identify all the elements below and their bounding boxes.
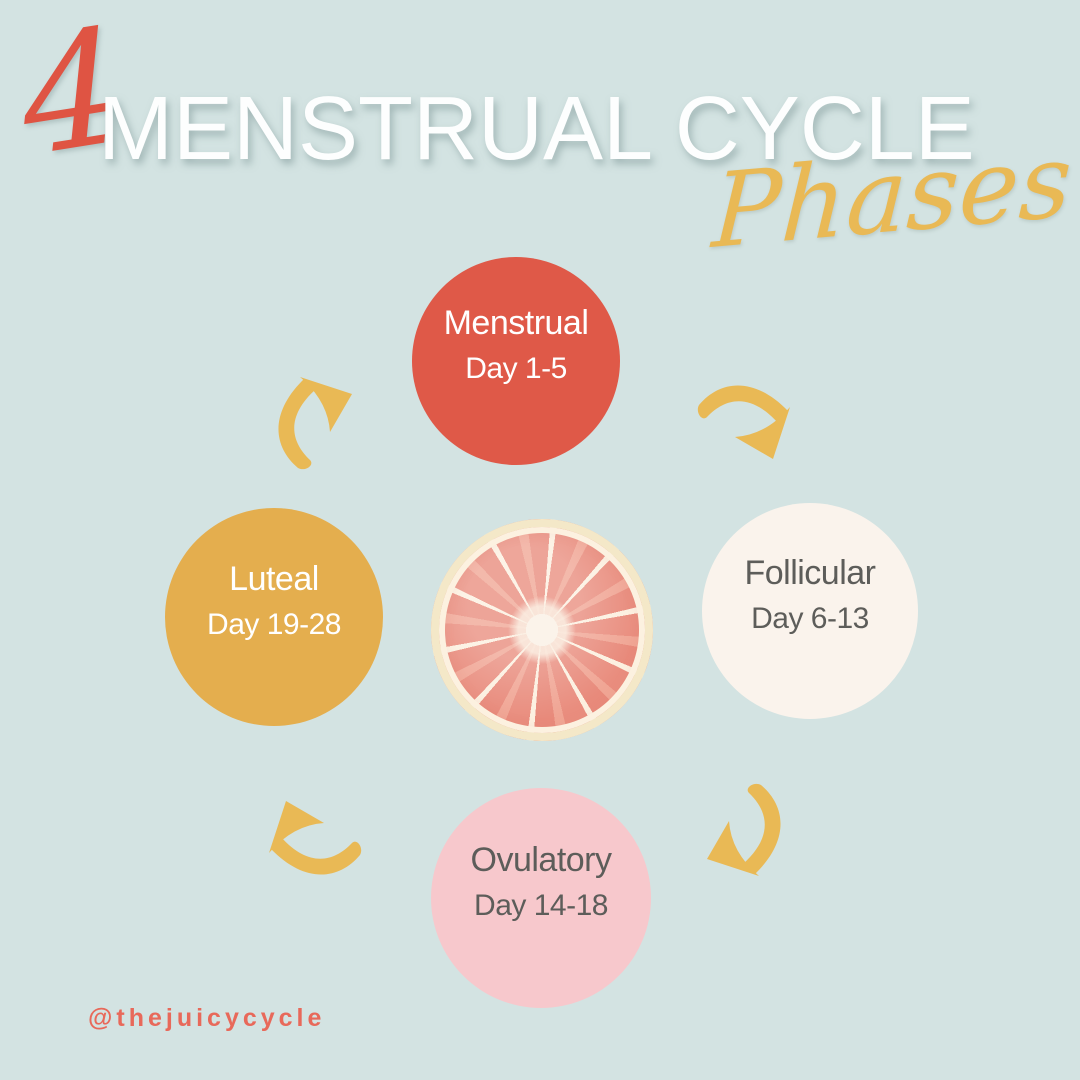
phase-circle-follicular: Follicular Day 6-13 [702, 503, 918, 719]
curved-arrow-icon-top-left [268, 364, 356, 474]
phase-circle-ovulatory: Ovulatory Day 14-18 [431, 788, 651, 1008]
curved-arrow-icon-bottom-left [256, 797, 366, 885]
phase-text: Ovulatory Day 14-18 [470, 841, 613, 923]
phase-days: Day 19-28 [207, 608, 341, 641]
phase-circle-menstrual: Menstrual Day 1-5 [412, 257, 620, 465]
social-handle: @thejuicycycle [88, 1004, 326, 1032]
curved-arrow-icon-bottom-right [703, 779, 791, 889]
phase-days: Day 14-18 [474, 889, 608, 922]
phase-label: Luteal [229, 560, 319, 598]
phase-days: Day 1-5 [465, 352, 567, 385]
phase-label: Menstrual [443, 304, 589, 342]
title-script-phases: Phases [709, 120, 1075, 273]
phase-circle-luteal: Luteal Day 19-28 [165, 508, 383, 726]
phase-text: Luteal Day 19-28 [207, 560, 341, 642]
phase-label: Follicular [744, 554, 876, 592]
grapefruit-slice-image [431, 519, 653, 741]
curved-arrow-icon-top-right [693, 375, 803, 463]
phase-label: Ovulatory [470, 841, 613, 879]
page-title: MENSTRUAL CYCLE [98, 79, 975, 179]
phase-text: Menstrual Day 1-5 [444, 304, 589, 386]
phase-days: Day 6-13 [751, 602, 869, 635]
phase-text: Follicular Day 6-13 [744, 554, 876, 636]
